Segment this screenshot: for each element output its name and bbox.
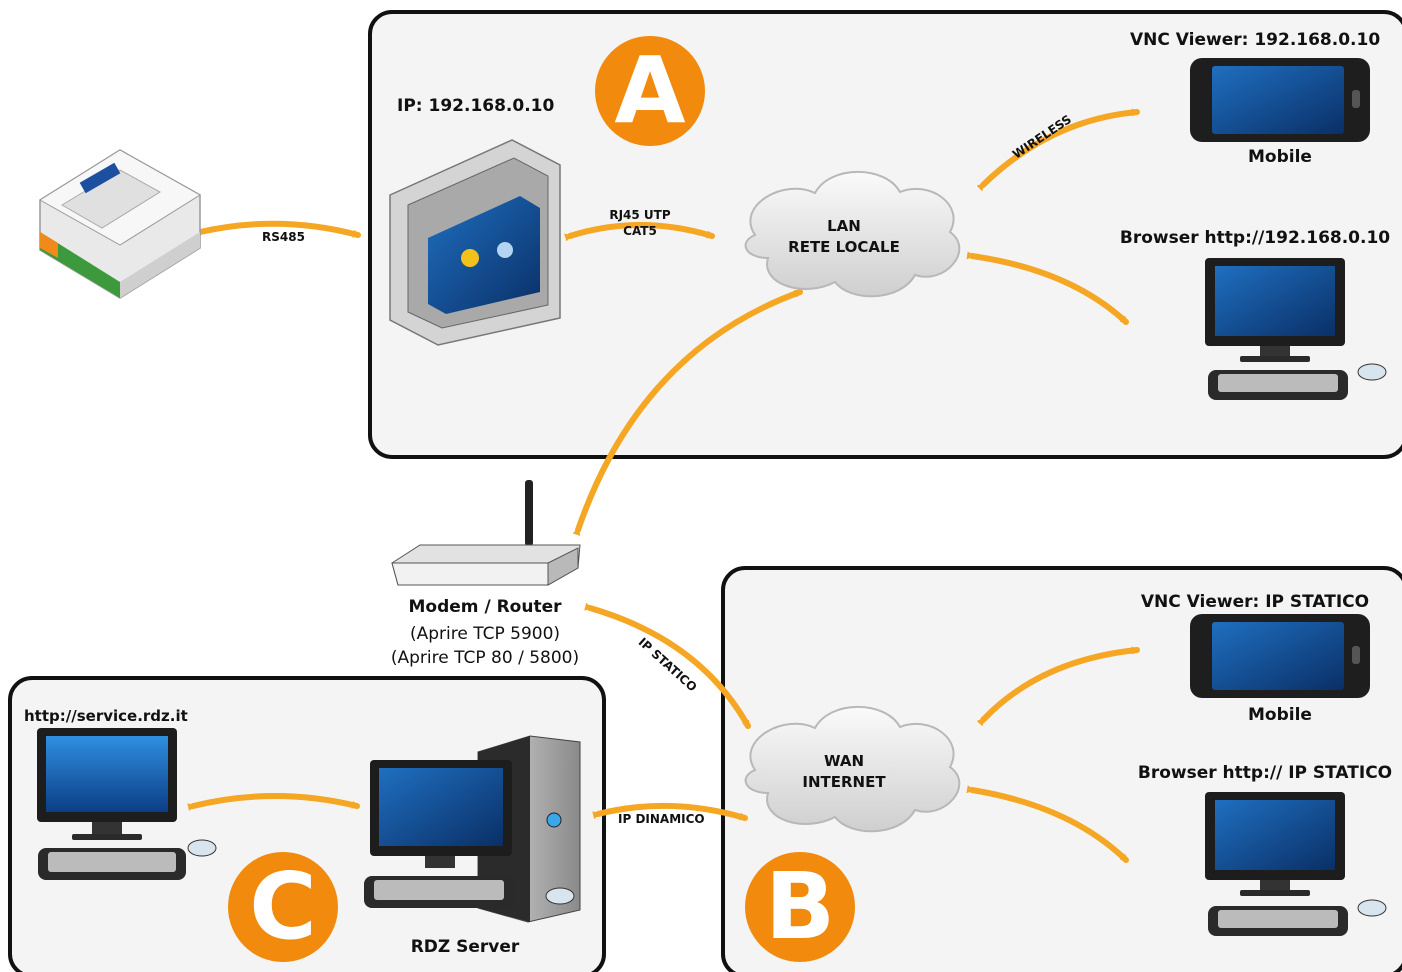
zone-c-badge: C (228, 852, 338, 962)
mobile-lan-caption: Mobile (1248, 147, 1312, 167)
router-name: Modem / Router (408, 597, 562, 617)
wan-cloud-line1: WAN (823, 752, 865, 770)
arrow-server-wan (592, 802, 748, 821)
wan-cloud-line2: INTERNET (802, 773, 886, 791)
arrow-service-server (187, 793, 360, 812)
lan-cloud-line1: LAN (827, 217, 861, 235)
arrow-router-wan (584, 602, 751, 729)
arrow-lan-browser (966, 251, 1129, 325)
touch-panel-ip-label: IP: 192.168.0.10 (397, 96, 555, 116)
rdz-server-icon (364, 735, 581, 923)
controller-module (39, 149, 201, 299)
service-pc-title: http://service.rdz.it (24, 707, 188, 725)
router-icon (391, 480, 581, 586)
router-note-1: (Aprire TCP 5900) (409, 624, 561, 644)
mobile-wan-icon (1190, 614, 1370, 698)
touch-panel (389, 139, 561, 346)
zone-a-badge: A (595, 36, 705, 146)
mobile-lan-title: VNC Viewer: 192.168.0.10 (1130, 30, 1381, 50)
link-label-rs485: RS485 (262, 230, 305, 244)
lan-cloud-line2: RETE LOCALE (788, 238, 900, 256)
link-label-rj45-1: RJ45 UTP (609, 208, 671, 222)
wan-cloud (744, 706, 961, 833)
browser-wan-icon (1205, 792, 1387, 936)
zone-b-badge: B (745, 852, 855, 962)
browser-wan-title: Browser http:// IP STATICO (1137, 763, 1393, 783)
server-caption: RDZ Server (410, 937, 520, 957)
browser-lan-icon (1205, 258, 1387, 400)
browser-lan-title: Browser http://192.168.0.10 (1119, 228, 1391, 248)
mobile-wan-title: VNC Viewer: IP STATICO (1140, 592, 1370, 612)
arrow-rj45 (564, 222, 715, 242)
mobile-lan-icon (1190, 58, 1370, 142)
service-pc-icon (37, 728, 217, 880)
lan-cloud (744, 171, 961, 298)
arrow-wireless (976, 108, 1140, 192)
mobile-wan-caption: Mobile (1248, 705, 1312, 725)
arrow-wan-mobile (976, 646, 1140, 727)
link-label-rj45-2: CAT5 (623, 224, 657, 238)
arrow-wan-browser (966, 785, 1129, 863)
arrow-router-lan (572, 289, 803, 537)
router-note-2: (Aprire TCP 80 / 5800) (390, 648, 580, 668)
arrow-rs485 (194, 220, 361, 238)
link-label-ip-dinamico: IP DINAMICO (618, 812, 705, 826)
